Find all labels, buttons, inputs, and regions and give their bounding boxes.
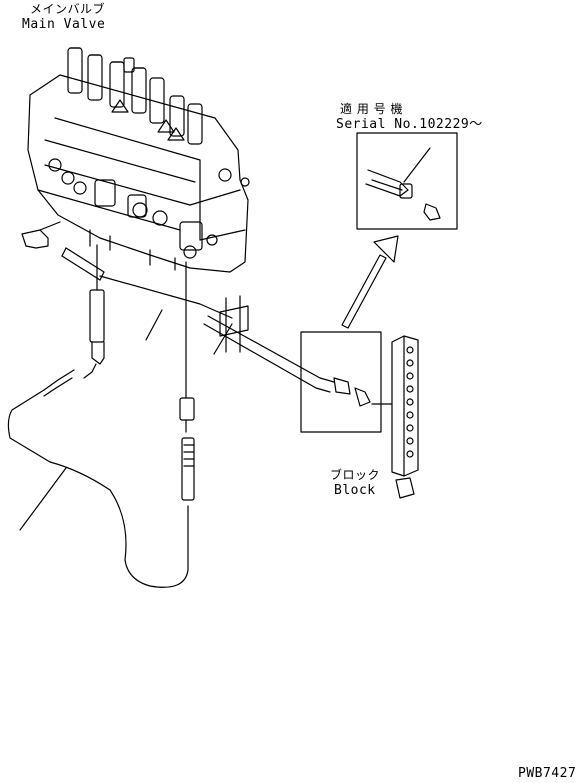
drawing-id: PWB7427 xyxy=(518,766,577,781)
block-label-jp: ブロック xyxy=(330,468,381,482)
arrow-indicator xyxy=(341,235,399,329)
detail-window-block xyxy=(300,331,382,433)
main-valve-label: Main Valve xyxy=(22,17,106,32)
main-valve xyxy=(21,47,250,273)
serial-number-label: Serial No.102229～ xyxy=(336,117,483,132)
block-label: Block xyxy=(334,483,376,498)
main-valve-label-jp: メインバルブ xyxy=(30,2,106,16)
hose-assembly xyxy=(7,244,371,588)
serial-label-jp: 適 用 号 機 xyxy=(340,102,403,116)
detail-window-serial xyxy=(356,132,458,230)
block-part xyxy=(371,335,419,499)
